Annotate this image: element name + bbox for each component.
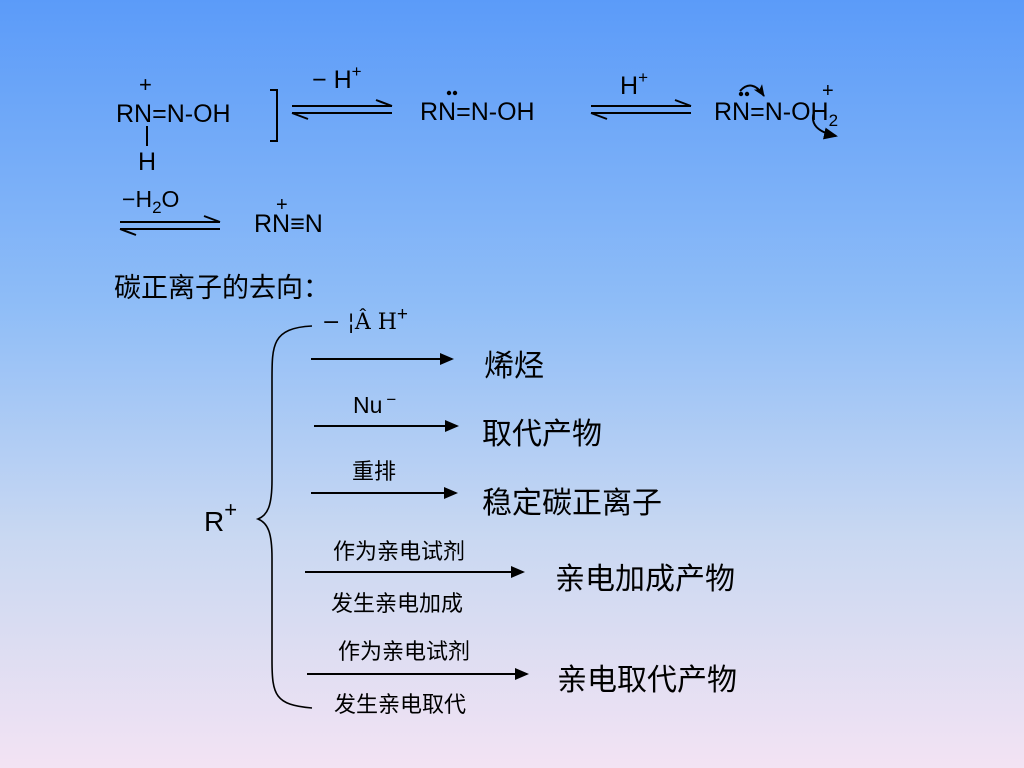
species3-formula: RN=N-OH2 bbox=[714, 98, 839, 130]
carbocation-r: R bbox=[204, 506, 225, 537]
carbocation-plus: + bbox=[224, 497, 238, 522]
species1-h: H bbox=[138, 148, 157, 176]
branch-2-condition-sup: − bbox=[386, 390, 397, 409]
lone-pair-dot bbox=[744, 91, 750, 97]
water-h: H bbox=[135, 186, 153, 212]
branch-5-condition-below: 发生亲电取代 bbox=[334, 693, 467, 718]
lone-pair-dot bbox=[452, 90, 458, 96]
curly-brace bbox=[255, 325, 313, 709]
water-o: O bbox=[161, 186, 180, 212]
proton-plus: + bbox=[638, 68, 648, 87]
branch-1-condition: − ¦Â H+ bbox=[322, 304, 408, 335]
branch-5-product: 亲电取代产物 bbox=[557, 663, 737, 698]
branch-3-condition: 重排 bbox=[352, 460, 397, 485]
curved-arrow-leaving-group bbox=[812, 111, 838, 140]
branch-1-product: 烯烃 bbox=[484, 349, 544, 384]
species2-n: N bbox=[470, 98, 489, 126]
branch-4-product: 亲电加成产物 bbox=[555, 562, 735, 597]
species2-rn: RN bbox=[420, 98, 457, 126]
species2-dash: - bbox=[488, 98, 498, 126]
species1-dash: - bbox=[184, 100, 194, 128]
species2-oh: OH bbox=[497, 98, 535, 126]
branch-2-product: 取代产物 bbox=[482, 417, 602, 452]
bracket bbox=[270, 89, 278, 142]
minus-sign: − bbox=[312, 66, 327, 94]
species2-formula: RN=N-OH bbox=[420, 98, 535, 127]
species3-dash: - bbox=[782, 98, 792, 126]
water-subscript: 2 bbox=[152, 198, 162, 217]
proton-h: H bbox=[333, 66, 352, 94]
species3-oh: OH bbox=[791, 98, 829, 126]
diazonium-formula: RN≡N bbox=[254, 210, 323, 239]
species3-n: N bbox=[764, 98, 783, 126]
species3-plus: + bbox=[822, 80, 834, 102]
species3-eq: = bbox=[750, 98, 765, 126]
proton-h: H bbox=[620, 72, 639, 100]
branch-1-condition-plus: + bbox=[396, 304, 409, 325]
proton-plus: + bbox=[351, 62, 362, 81]
species3-subscript: 2 bbox=[828, 111, 839, 130]
species1-formula: RN=N-OH bbox=[116, 100, 231, 129]
species1-plus: + bbox=[139, 72, 152, 97]
species1-oh: OH bbox=[193, 100, 231, 128]
lone-pair-dot bbox=[738, 91, 744, 97]
species3-rn: RN bbox=[714, 98, 751, 126]
equilibrium-arrow-1 bbox=[291, 99, 393, 120]
species2-eq: = bbox=[456, 98, 471, 126]
carbocation: R+ bbox=[204, 497, 237, 538]
equilibrium-arrow-2 bbox=[590, 99, 692, 120]
minus-sign: − bbox=[122, 186, 136, 212]
equilibrium-arrow-3 bbox=[119, 215, 221, 236]
branch-5-condition-above: 作为亲电试剂 bbox=[338, 640, 471, 665]
section-title: 碳正离子的去向： bbox=[114, 273, 330, 304]
row2-arrow-label: −H2O bbox=[122, 186, 180, 217]
arrow1-label: − H+ bbox=[312, 62, 362, 95]
branch-4-condition-above: 作为亲电试剂 bbox=[333, 540, 466, 565]
species1-eq: = bbox=[152, 100, 167, 128]
diazonium-rn: RN bbox=[254, 210, 291, 238]
diazonium-triple-bond: ≡ bbox=[290, 210, 305, 238]
diazonium-plus: + bbox=[276, 194, 288, 216]
diazonium-n: N bbox=[304, 210, 323, 238]
branch-4-condition-below: 发生亲电加成 bbox=[331, 592, 464, 617]
branch-3-product: 稳定碳正离子 bbox=[482, 486, 662, 521]
curved-arrow-lone-pair bbox=[739, 84, 765, 97]
branch-1-condition-text: − ¦Â H bbox=[322, 310, 397, 335]
species1-n: N bbox=[166, 100, 185, 128]
lone-pair-dot bbox=[446, 90, 452, 96]
species1-rn: RN bbox=[116, 100, 153, 128]
arrow2-label: H+ bbox=[620, 68, 648, 101]
branch-2-condition: Nu− bbox=[353, 390, 397, 419]
branch-2-condition-text: Nu bbox=[353, 392, 383, 418]
